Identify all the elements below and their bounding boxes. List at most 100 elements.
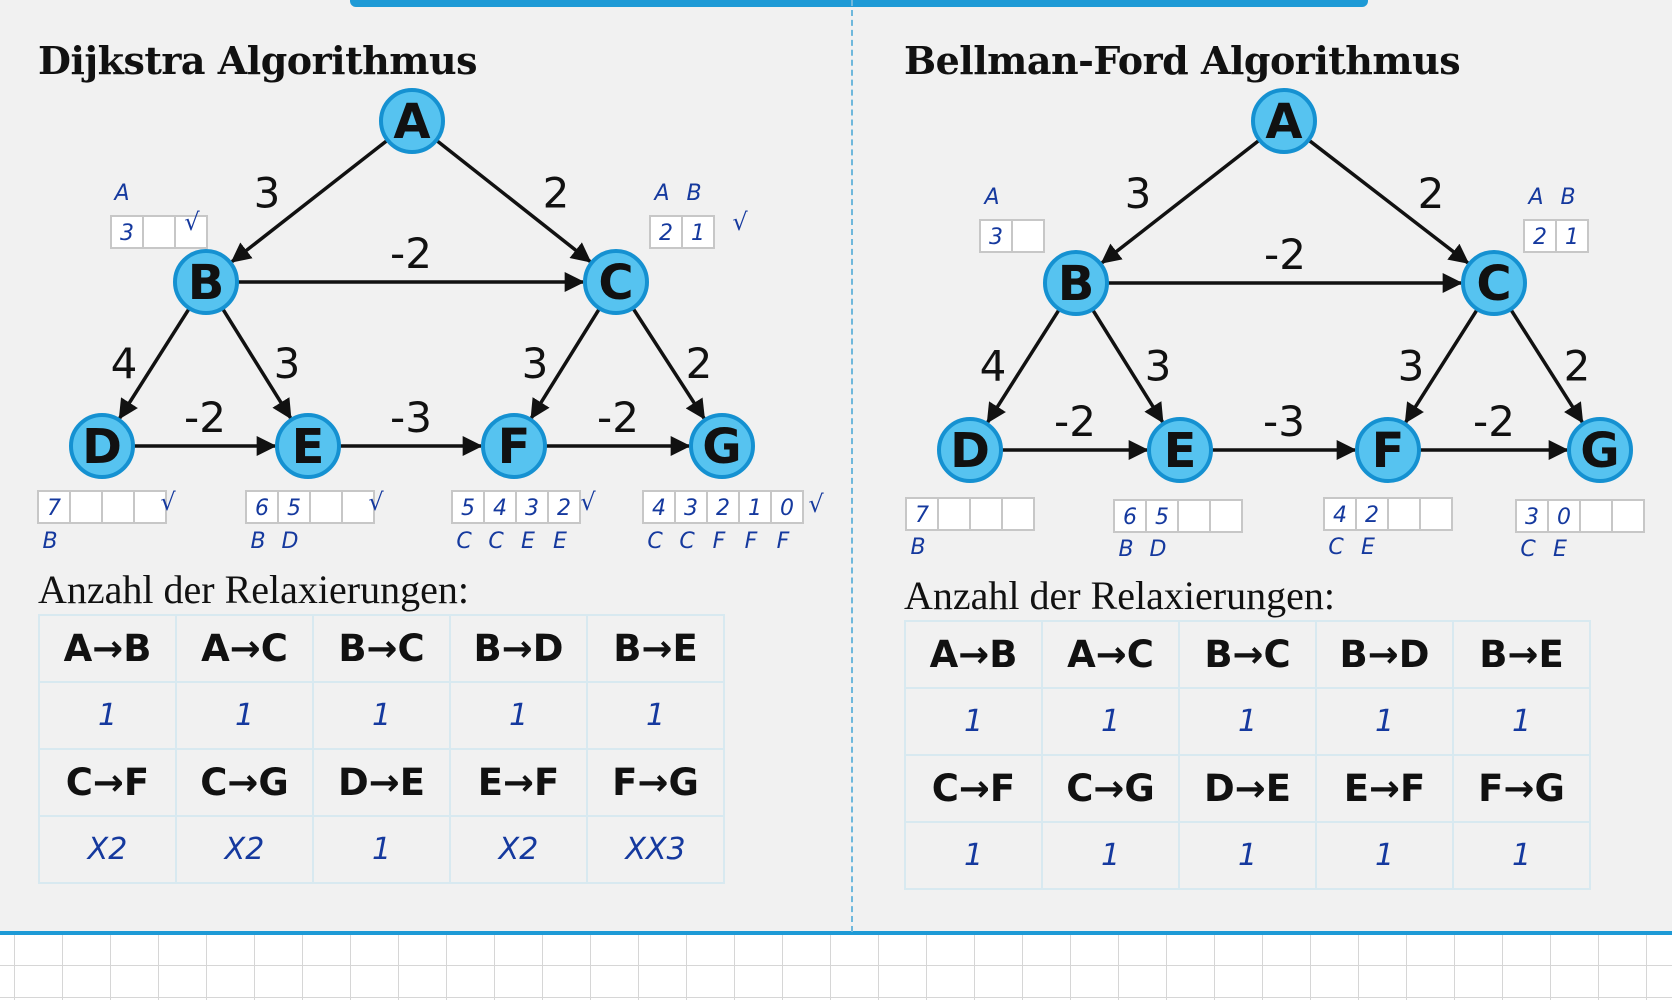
table-row: C→F C→G D→E E→F F→G <box>904 754 1591 823</box>
node-label: G <box>1580 423 1619 479</box>
node-D <box>69 413 135 479</box>
distance-value: 2 <box>1365 503 1379 528</box>
node-label: A <box>1265 94 1302 150</box>
predecessor-label: D <box>282 529 299 554</box>
edge-header: C→G <box>1041 754 1180 823</box>
checkmark-icon: √ <box>732 208 748 236</box>
checkmark-icon: √ <box>808 490 824 518</box>
distance-cell <box>174 215 208 249</box>
edge-header: E→F <box>449 748 588 817</box>
distance-cell <box>547 490 581 524</box>
node-G <box>689 413 755 479</box>
predecessor-label: B <box>1118 537 1133 562</box>
edge-weight-label: 3 <box>522 339 549 388</box>
distance-value: 6 <box>255 496 269 521</box>
edge-weight-label: -3 <box>1263 397 1305 446</box>
predecessor-label: F <box>745 529 758 554</box>
node-F <box>1355 417 1421 483</box>
table-row: C→F C→G D→E E→F F→G <box>38 748 725 817</box>
edge-weight-label: 2 <box>1418 169 1445 218</box>
graph-paper-area <box>0 935 1672 1000</box>
distance-cell <box>1145 499 1179 533</box>
distance-cell <box>674 490 708 524</box>
edge-A-B <box>1100 138 1261 265</box>
edge-header: E→F <box>1315 754 1454 823</box>
relax-count-cell: 1 <box>1041 687 1180 756</box>
predecessor-label: B <box>1560 185 1575 210</box>
distance-cell <box>1113 499 1147 533</box>
bellman-ford-relax-heading: Anzahl der Relaxierungen: <box>904 573 1335 618</box>
distance-value: 2 <box>1533 225 1547 250</box>
edge-header: C→G <box>175 748 314 817</box>
relax-count-cell: 1 <box>1041 821 1180 890</box>
node-C <box>583 249 649 315</box>
distance-cell <box>1419 497 1453 531</box>
table-row: A→B A→C B→C B→D B→E <box>38 614 725 683</box>
distance-value: 1 <box>748 496 762 521</box>
distance-value: 4 <box>1333 503 1347 528</box>
distance-cell <box>133 490 167 524</box>
distance-cell <box>1611 499 1645 533</box>
distance-value: 7 <box>47 496 61 521</box>
edge-header: B→C <box>312 614 451 683</box>
distance-cell <box>770 490 804 524</box>
bellman-ford-title: Bellman-Ford Algorithmus <box>904 38 1461 83</box>
distance-value: 0 <box>1557 505 1571 530</box>
edge-weight-label: -2 <box>184 393 226 442</box>
node-label: B <box>188 255 225 311</box>
distance-cell <box>937 497 971 531</box>
predecessor-label: D <box>1150 537 1167 562</box>
predecessor-label: B <box>250 529 265 554</box>
edge-weight-label: -2 <box>1264 230 1306 279</box>
distance-value: 3 <box>684 496 698 521</box>
edge-header: B→E <box>1452 620 1591 689</box>
distance-cell <box>1523 219 1557 253</box>
edge-header: D→E <box>1178 754 1317 823</box>
edge-A-B <box>230 138 389 264</box>
edge-header: A→C <box>175 614 314 683</box>
node-label: B <box>1058 256 1095 312</box>
table-row: X2 X2 1 X2 XX3 <box>38 815 725 884</box>
predecessor-label: A <box>982 185 999 210</box>
edge-weight-label: 3 <box>274 339 301 388</box>
relax-count-cell: 1 <box>1452 687 1591 756</box>
edge-header: B→C <box>1178 620 1317 689</box>
edge-C-F <box>1404 308 1479 424</box>
edge-A-C <box>1307 138 1470 265</box>
node-label: E <box>1164 423 1197 479</box>
dijkstra-relax-table: A→B A→C B→C B→D B→E 1 1 1 1 1 C→F C→G D→… <box>38 614 725 884</box>
distance-cell <box>905 497 939 531</box>
node-label: F <box>498 419 531 475</box>
node-B <box>173 249 239 315</box>
node-F <box>481 413 547 479</box>
distance-value: 4 <box>652 496 666 521</box>
edge-weight-label: -2 <box>390 229 432 278</box>
predecessor-label: B <box>910 535 925 560</box>
relax-count-cell: 1 <box>586 681 725 750</box>
node-label: F <box>1372 423 1405 479</box>
distance-value: 5 <box>461 496 475 521</box>
distance-cell <box>245 490 279 524</box>
node-label: E <box>292 419 325 475</box>
table-row: 1 1 1 1 1 <box>904 687 1591 756</box>
predecessor-label: F <box>713 529 726 554</box>
edge-B-E <box>1090 308 1165 424</box>
edge-B-D <box>986 308 1061 424</box>
distance-cell <box>1579 499 1613 533</box>
edge-weight-label: 4 <box>980 342 1007 391</box>
table-row: A→B A→C B→C B→D B→E <box>904 620 1591 689</box>
edge-header: A→B <box>904 620 1043 689</box>
relax-count-cell: X2 <box>175 815 314 884</box>
relax-count-cell: 1 <box>1315 687 1454 756</box>
distance-cell <box>1177 499 1211 533</box>
distance-value: 0 <box>780 496 794 521</box>
predecessor-label: C <box>488 529 504 554</box>
node-A <box>379 88 445 154</box>
panel-divider <box>851 0 853 932</box>
predecessor-label: F <box>777 529 790 554</box>
predecessor-label: B <box>42 529 57 554</box>
predecessor-label: C <box>1520 537 1536 562</box>
relax-count-cell: 1 <box>904 687 1043 756</box>
distance-value: 4 <box>493 496 507 521</box>
